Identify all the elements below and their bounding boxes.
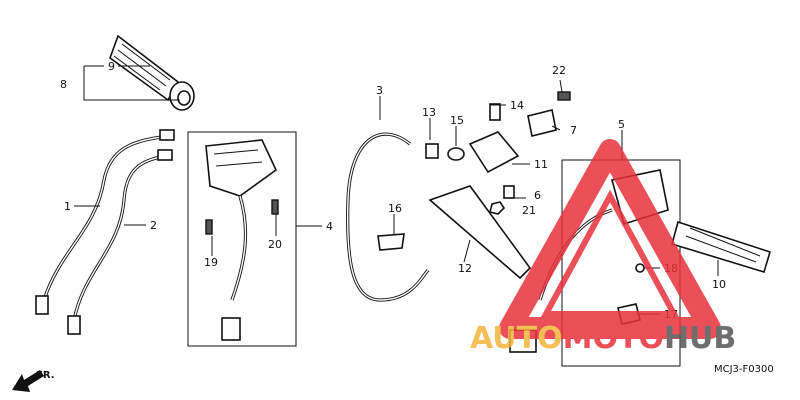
callout-12: 12 — [458, 262, 472, 275]
callout-3: 3 — [376, 84, 383, 97]
callout-7: 7 — [570, 124, 577, 137]
callout-2: 2 — [150, 219, 157, 232]
callout-22: 22 — [552, 64, 566, 77]
callout-15: 15 — [450, 114, 464, 127]
callout-4: 4 — [326, 220, 333, 233]
callout-11: 11 — [534, 158, 548, 171]
callout-19: 19 — [204, 256, 218, 269]
left-switch-assembly — [187, 131, 322, 347]
watermark-text: AUTOMOTOHUB — [470, 321, 736, 356]
diagram-code: MCJ3-F0300 — [714, 364, 774, 375]
front-direction-arrow-icon: FR. — [12, 370, 55, 392]
watermark-logo: AUTOMOTOHUB — [470, 139, 736, 356]
callout-10: 10 — [712, 278, 726, 291]
callout-14: 14 — [510, 99, 524, 112]
callout-8: 8 — [60, 78, 67, 91]
clutch-lever — [428, 185, 532, 280]
callout-5: 5 — [618, 118, 625, 131]
throttle-grip — [83, 34, 195, 111]
callout-20: 20 — [268, 238, 282, 251]
clutch-cable — [346, 96, 430, 302]
callout-16: 16 — [388, 202, 402, 215]
callout-9: 9 — [108, 60, 115, 73]
callout-13: 13 — [422, 106, 436, 119]
throttle-cables — [35, 129, 175, 335]
callout-21: 21 — [522, 204, 536, 217]
lever-bracket — [377, 91, 571, 251]
callout-6: 6 — [534, 189, 541, 202]
callout-1: 1 — [64, 200, 71, 213]
direction-label: FR. — [36, 370, 55, 381]
